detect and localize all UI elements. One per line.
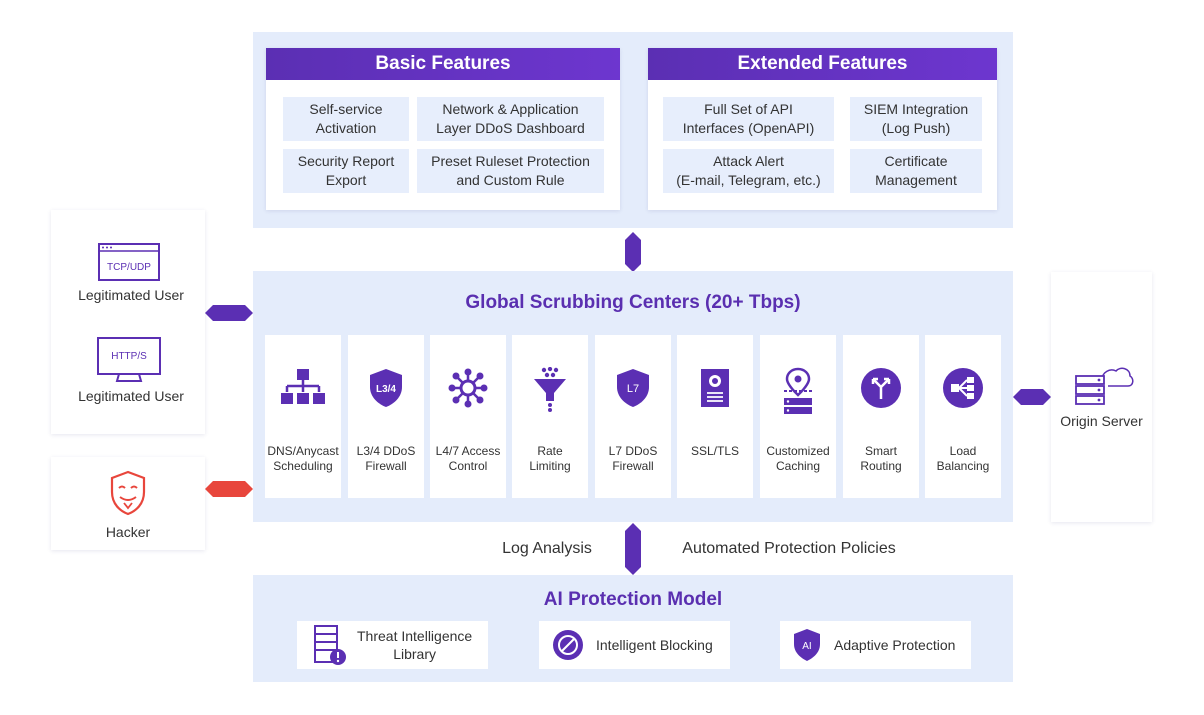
legit-user-label: Legitimated User bbox=[78, 287, 184, 303]
module-rate-limiting: Rate Limiting bbox=[512, 335, 588, 498]
svg-text:AI: AI bbox=[802, 641, 811, 652]
legit-user-label: Legitimated User bbox=[78, 388, 184, 404]
module-l34-firewall: L3/4 L3/4 DDoS Firewall bbox=[348, 335, 424, 498]
l34-shield-icon: L3/4 bbox=[370, 369, 402, 407]
basic-feature-item: Security Report Export bbox=[283, 149, 409, 193]
ai-shield-icon: AI bbox=[794, 629, 820, 661]
ai-title: AI Protection Model bbox=[543, 589, 723, 610]
ai-item-label: Threat Intelligence Library bbox=[357, 628, 473, 662]
svg-text:HTTP/S: HTTP/S bbox=[111, 351, 147, 362]
origin-server-label: Origin Server bbox=[1060, 413, 1143, 429]
browser-window-icon: TCP/UDP bbox=[98, 243, 160, 281]
cloud-server-icon bbox=[1075, 367, 1134, 405]
module-label: SSL/TLS bbox=[690, 444, 740, 458]
module-label: Rate Limiting bbox=[529, 444, 571, 473]
funnel-icon bbox=[534, 367, 566, 412]
certificate-icon bbox=[701, 369, 729, 407]
extended-features-title: Extended Features bbox=[648, 48, 997, 80]
extended-feature-item: Full Set of API Interfaces (OpenAPI) bbox=[663, 97, 834, 141]
origin-connector bbox=[1013, 389, 1051, 405]
module-label: Smart Routing bbox=[860, 444, 902, 473]
svg-text:L3/4: L3/4 bbox=[376, 384, 396, 395]
l7-shield-icon: L7 bbox=[617, 369, 649, 407]
module-dns-anycast: DNS/Anycast Scheduling bbox=[265, 335, 341, 498]
ai-item-adaptive-protection: AI Adaptive Protection bbox=[780, 621, 971, 669]
ai-item-label: Intelligent Blocking bbox=[596, 637, 713, 653]
module-ssl-tls: SSL/TLS bbox=[677, 335, 753, 498]
module-load-balancing: Load Balancing bbox=[925, 335, 1001, 498]
module-label: L7 DDoS Firewall bbox=[608, 444, 658, 473]
module-l7-firewall: L7 L7 DDoS Firewall bbox=[595, 335, 671, 498]
vertical-connector-top bbox=[625, 232, 641, 272]
automated-policies-label: Automated Protection Policies bbox=[682, 540, 896, 557]
ai-item-label: Adaptive Protection bbox=[834, 637, 956, 653]
hacker-label: Hacker bbox=[105, 524, 151, 540]
module-label: DNS/Anycast Scheduling bbox=[267, 444, 339, 473]
module-label: Customized Caching bbox=[766, 444, 830, 473]
module-access-control: L4/7 Access Control bbox=[430, 335, 506, 498]
vertical-connector-bottom bbox=[625, 523, 641, 575]
module-caching: Customized Caching bbox=[760, 335, 836, 498]
module-label: L3/4 DDoS Firewall bbox=[356, 444, 416, 473]
basic-feature-item: Self-service Activation bbox=[283, 97, 409, 141]
threat-library-icon bbox=[314, 625, 346, 665]
module-label: Load Balancing bbox=[936, 444, 990, 473]
load-balancing-icon bbox=[943, 368, 983, 408]
network-hub-icon bbox=[448, 368, 488, 408]
extended-feature-item: Attack Alert (E-mail, Telegram, etc.) bbox=[663, 149, 834, 193]
cache-server-icon bbox=[784, 367, 812, 414]
hierarchy-icon bbox=[281, 369, 325, 404]
hacker-mask-icon bbox=[110, 470, 146, 516]
routing-icon bbox=[861, 368, 901, 408]
ai-item-intelligent-blocking: Intelligent Blocking bbox=[539, 621, 730, 669]
svg-text:L7: L7 bbox=[627, 383, 639, 395]
svg-text:TCP/UDP: TCP/UDP bbox=[107, 262, 151, 273]
blocking-icon bbox=[553, 630, 583, 660]
basic-feature-item: Network & Application Layer DDoS Dashboa… bbox=[417, 97, 604, 141]
scrubbing-title: Global Scrubbing Centers (20+ Tbps) bbox=[465, 292, 801, 313]
basic-features-title: Basic Features bbox=[266, 48, 620, 80]
user-connector bbox=[205, 305, 253, 321]
hacker-connector bbox=[205, 481, 253, 497]
basic-feature-item: Preset Ruleset Protection and Custom Rul… bbox=[417, 149, 604, 193]
extended-feature-item: Certificate Management bbox=[850, 149, 982, 193]
extended-feature-item: SIEM Integration (Log Push) bbox=[850, 97, 982, 141]
module-smart-routing: Smart Routing bbox=[843, 335, 919, 498]
ai-item-threat-library: Threat Intelligence Library bbox=[297, 621, 488, 669]
module-label: L4/7 Access Control bbox=[435, 444, 501, 473]
log-analysis-label: Log Analysis bbox=[502, 540, 592, 557]
monitor-icon: HTTP/S bbox=[97, 337, 161, 382]
